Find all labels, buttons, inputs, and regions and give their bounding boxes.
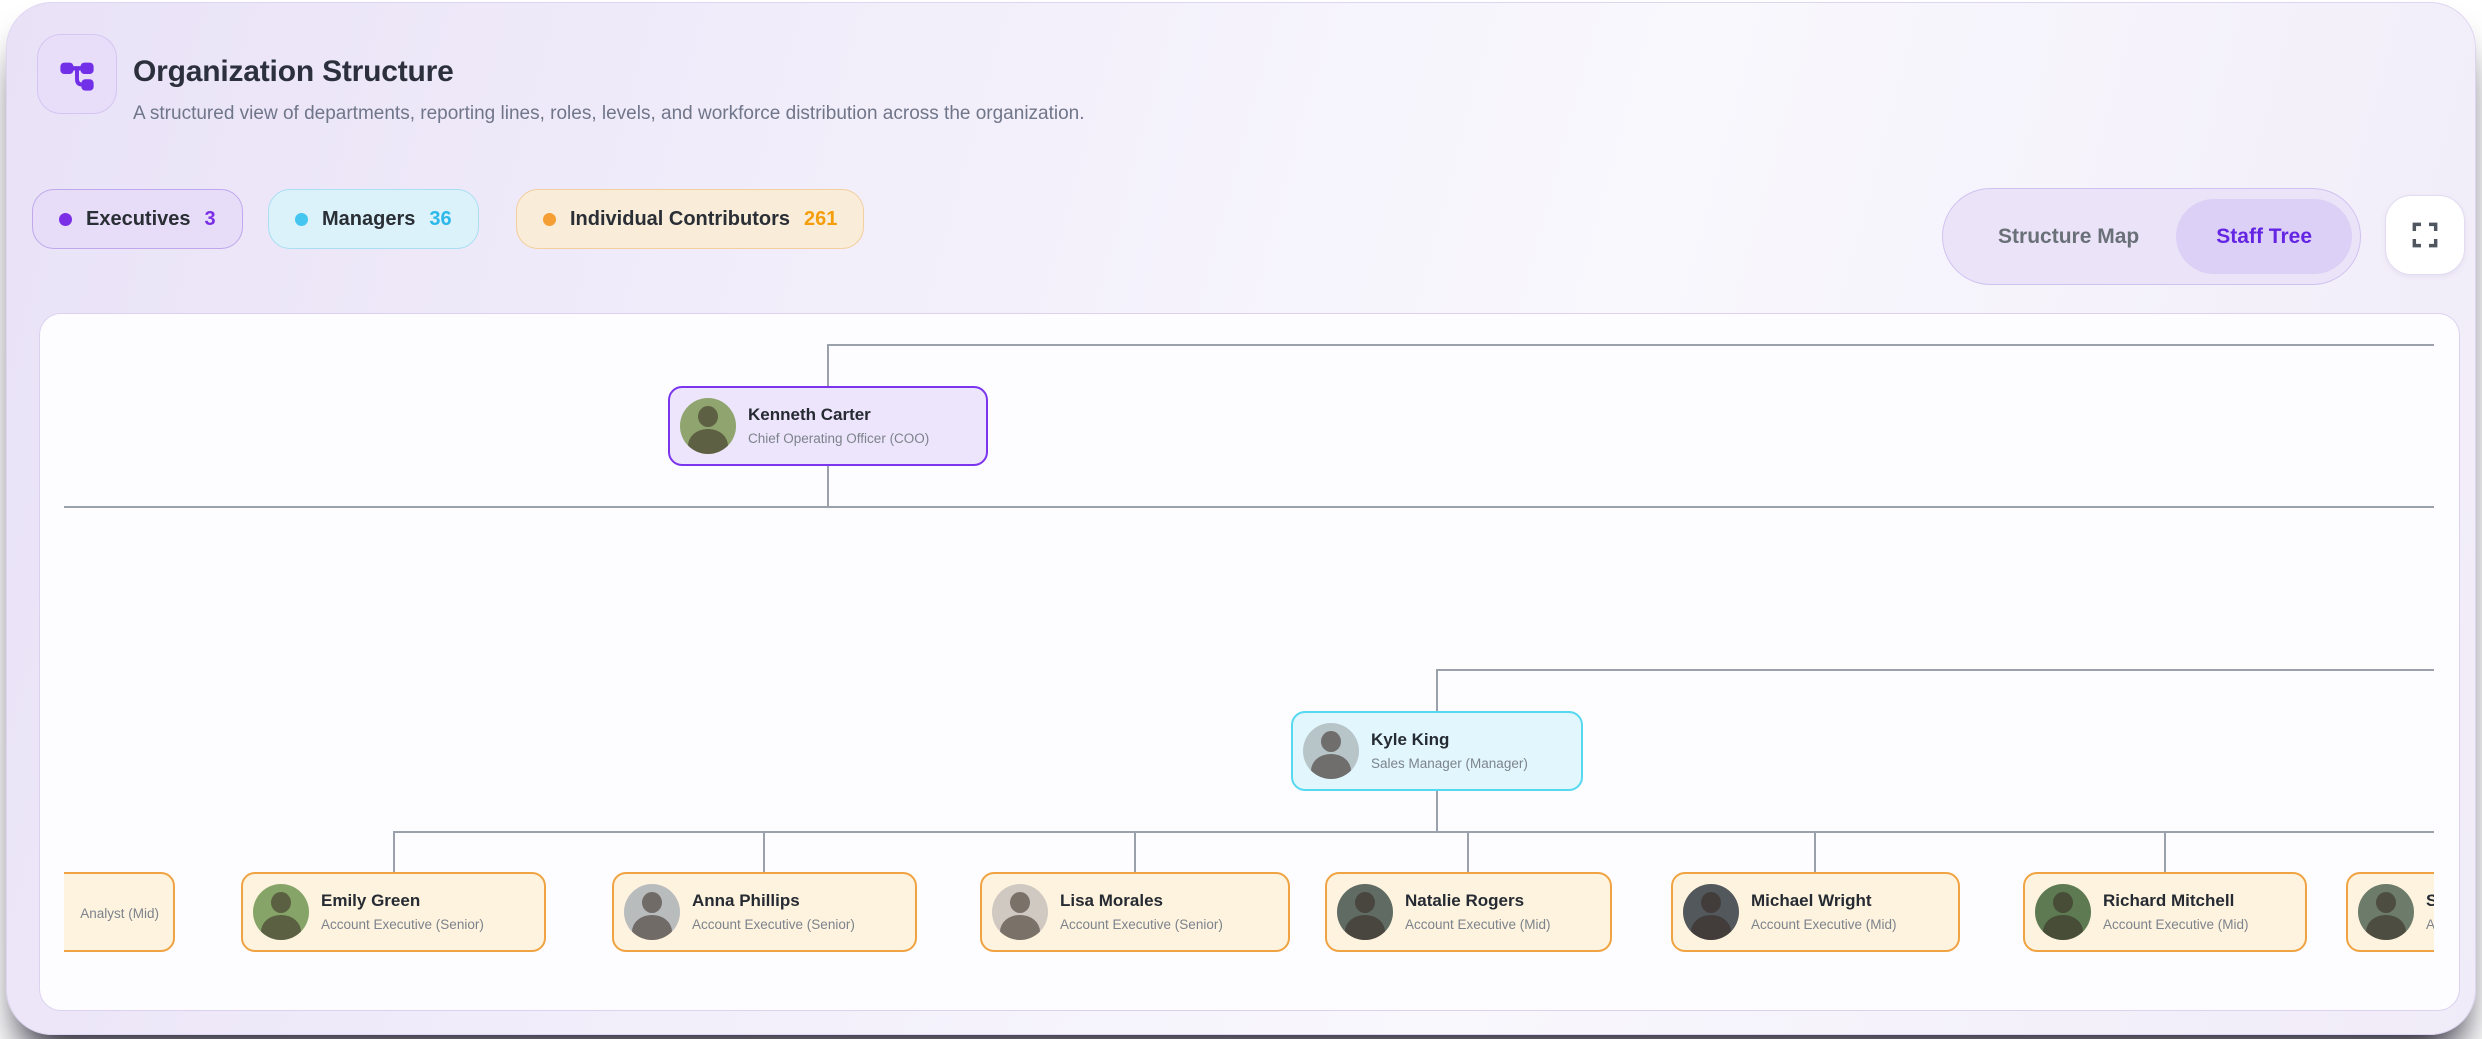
org-canvas[interactable]: Kenneth Carter Chief Operating Officer (…: [39, 313, 2460, 1011]
view-toggle: Structure Map Staff Tree: [1942, 188, 2361, 285]
org-hierarchy-icon: [37, 34, 117, 114]
org-node-contributor[interactable]: Lisa Morales Account Executive (Senior): [980, 872, 1290, 952]
org-node-contributor-clipped-right[interactable]: S A: [2346, 872, 2434, 952]
legend-badge-executives[interactable]: Executives 3: [32, 189, 243, 249]
person-role: Account Executive (Senior): [692, 916, 855, 932]
org-node-manager[interactable]: Kyle King Sales Manager (Manager): [1291, 711, 1583, 791]
person-role: Chief Operating Officer (COO): [748, 430, 930, 446]
legend-count: 3: [204, 207, 216, 230]
connector-line: [1467, 831, 1469, 872]
person-name: Natalie Rogers: [1405, 891, 1525, 911]
org-node-contributor[interactable]: Michael Wright Account Executive (Mid): [1671, 872, 1960, 952]
avatar: [1337, 884, 1393, 940]
legend-label: Managers: [322, 207, 416, 230]
fullscreen-button[interactable]: [2385, 195, 2465, 275]
app-window: Organization Structure A structured view…: [6, 2, 2476, 1035]
person-role: Account Executive (Senior): [1060, 916, 1223, 932]
connector-line: [394, 831, 2434, 833]
connector-line: [763, 831, 765, 872]
person-name: Emily Green: [321, 891, 421, 911]
toggle-structure-map[interactable]: Structure Map: [1998, 224, 2140, 248]
legend-badge-managers[interactable]: Managers 36: [268, 189, 479, 249]
legend-label: Executives: [86, 207, 191, 230]
connector-line: [64, 506, 2434, 508]
avatar: [624, 884, 680, 940]
connector-line: [1814, 831, 1816, 872]
page-subtitle: A structured view of departments, report…: [133, 103, 1085, 124]
avatar: [2358, 884, 2414, 940]
org-node-contributor[interactable]: Anna Phillips Account Executive (Senior): [612, 872, 917, 952]
connector-line: [828, 344, 2434, 346]
legend-label: Individual Contributors: [570, 207, 790, 230]
connector-line: [1436, 669, 1438, 711]
connector-line: [1436, 791, 1438, 831]
person-role: Sales Manager (Manager): [1371, 755, 1528, 771]
toggle-staff-tree[interactable]: Staff Tree: [2176, 199, 2352, 274]
avatar: [253, 884, 309, 940]
avatar: [1303, 723, 1359, 779]
connector-line: [2164, 831, 2166, 872]
person-name: Kyle King: [1371, 730, 1450, 750]
connector-line: [827, 466, 829, 506]
person-role: Account Executive (Mid): [1751, 916, 1897, 932]
person-role: A: [2426, 916, 2434, 932]
person-name: Lisa Morales: [1060, 891, 1163, 911]
contributors-dot-icon: [543, 212, 556, 226]
person-name: S: [2426, 891, 2434, 911]
tree-viewport: Kenneth Carter Chief Operating Officer (…: [64, 314, 2434, 1010]
avatar: [680, 398, 736, 454]
person-name: Richard Mitchell: [2103, 891, 2235, 911]
person-role: Account Executive (Mid): [2103, 916, 2249, 932]
maximize-icon: [2409, 219, 2441, 251]
connector-line: [393, 831, 395, 872]
org-node-contributor[interactable]: Emily Green Account Executive (Senior): [241, 872, 546, 952]
avatar: [992, 884, 1048, 940]
person-name: Kenneth Carter: [748, 405, 871, 425]
avatar: [2035, 884, 2091, 940]
org-node-contributor-clipped-left[interactable]: Analyst (Mid): [64, 872, 175, 952]
person-name: Anna Phillips: [692, 891, 800, 911]
legend-count: 36: [429, 207, 452, 230]
connector-line: [1437, 669, 2434, 671]
person-role: Account Executive (Mid): [1405, 916, 1551, 932]
legend-badge-contributors[interactable]: Individual Contributors 261: [516, 189, 865, 249]
page-title: Organization Structure: [133, 55, 454, 88]
person-name: Michael Wright: [1751, 891, 1872, 911]
managers-dot-icon: [295, 212, 308, 226]
person-role: Account Executive (Senior): [321, 916, 484, 932]
connector-line: [1134, 831, 1136, 872]
connector-line: [827, 344, 829, 386]
org-node-contributor[interactable]: Natalie Rogers Account Executive (Mid): [1325, 872, 1612, 952]
avatar: [1683, 884, 1739, 940]
org-node-executive[interactable]: Kenneth Carter Chief Operating Officer (…: [668, 386, 988, 466]
executives-dot-icon: [59, 212, 72, 226]
legend-count: 261: [804, 207, 838, 230]
person-role: Analyst (Mid): [80, 906, 159, 922]
org-node-contributor[interactable]: Richard Mitchell Account Executive (Mid): [2023, 872, 2307, 952]
